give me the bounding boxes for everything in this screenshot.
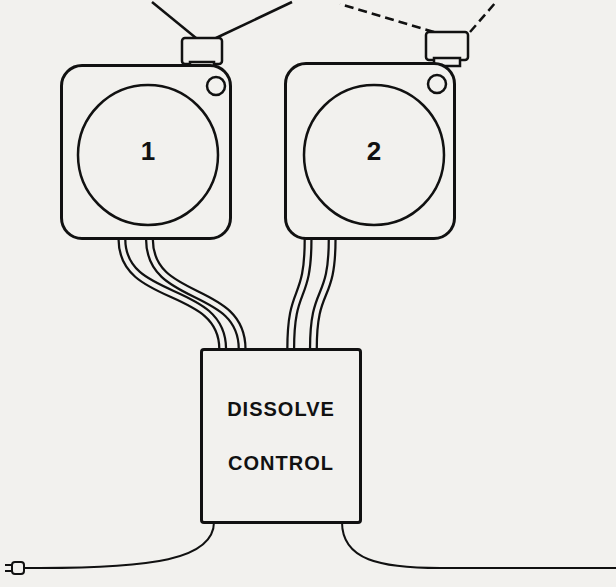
projector-cable	[122, 239, 223, 349]
projector-cable	[149, 239, 242, 349]
projector-1-connector	[152, 2, 292, 70]
projector-cable	[313, 239, 332, 349]
output-cable	[342, 522, 616, 568]
projector-cable	[291, 239, 308, 349]
slide-projector: 2	[284, 62, 456, 240]
box-label: DISSOLVE CONTROL	[217, 382, 345, 490]
projector-number: 1	[128, 136, 168, 167]
control-box: DISSOLVE CONTROL	[200, 348, 362, 524]
projector-number: 2	[354, 136, 394, 167]
slide-projector: 1	[60, 64, 232, 240]
power-cord	[5, 522, 214, 574]
projector-2-connector	[340, 2, 496, 66]
